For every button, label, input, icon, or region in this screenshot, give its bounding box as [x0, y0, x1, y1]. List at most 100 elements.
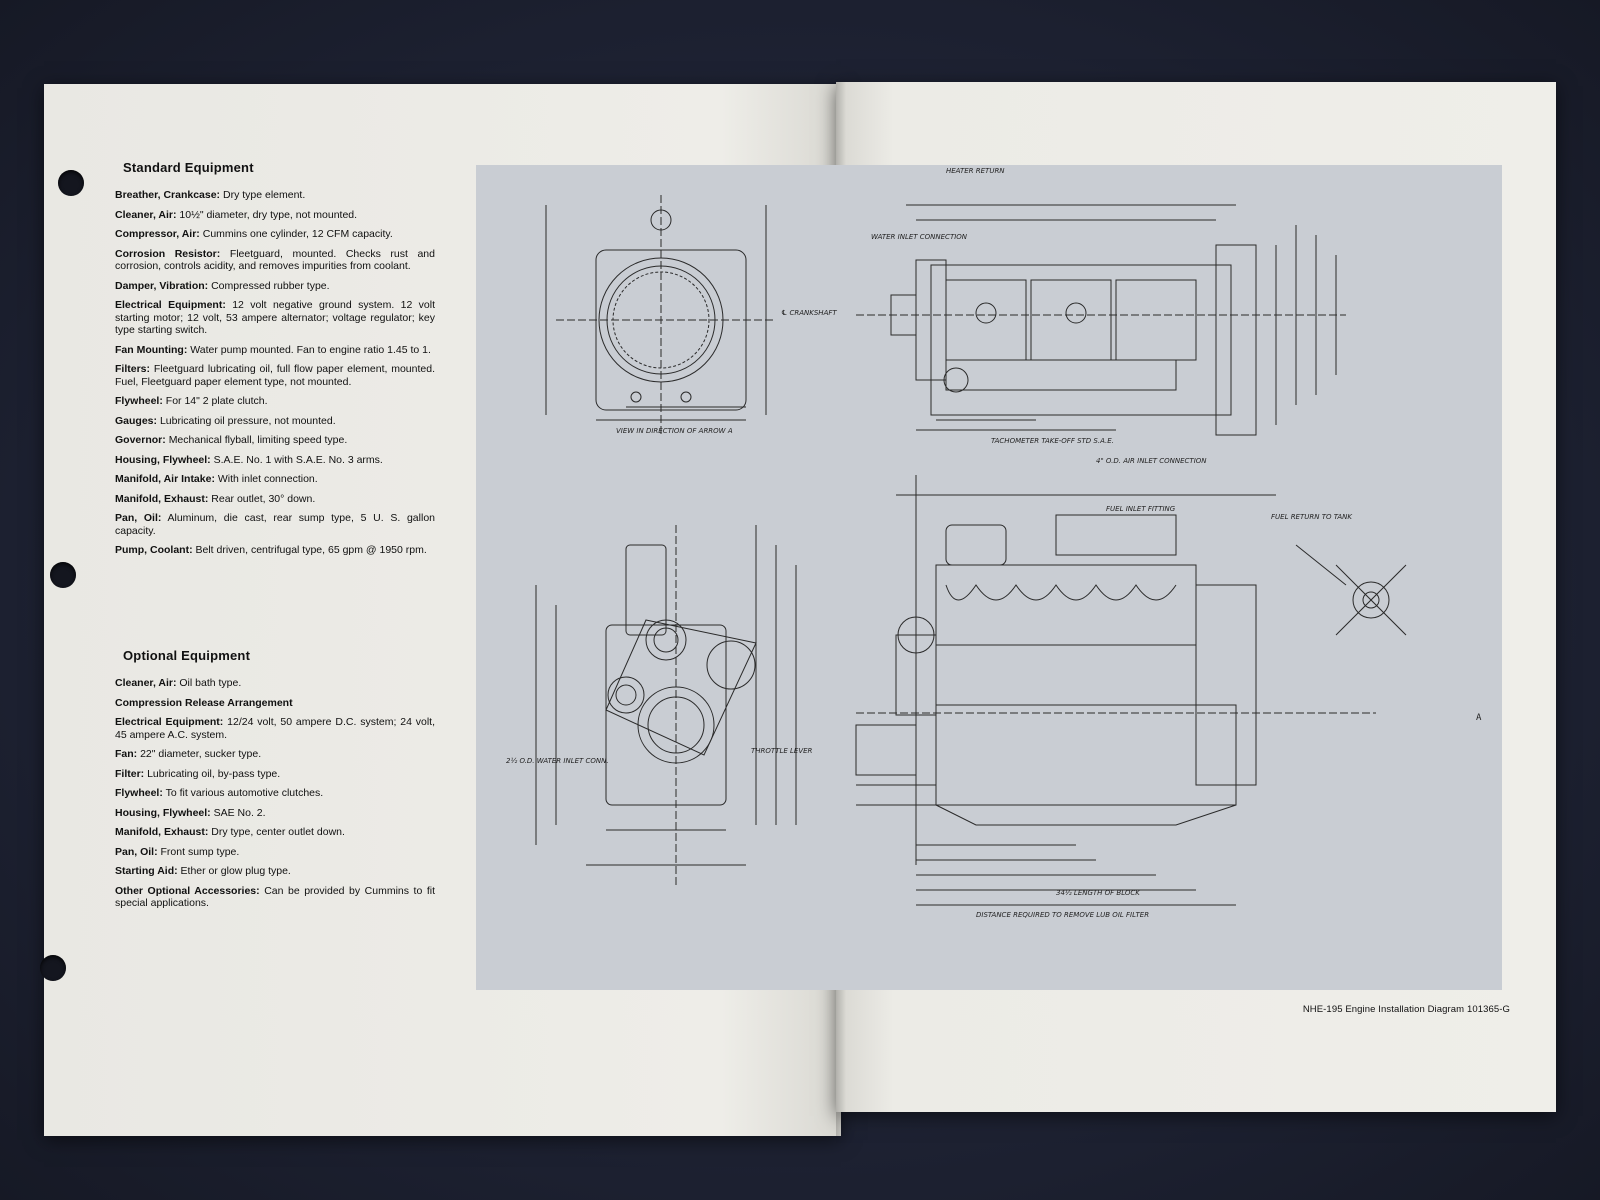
spec-item: Compressor, Air: Cummins one cylinder, 1…: [115, 228, 435, 241]
spec-item-text: 12 volt negative ground system. 12 volt …: [115, 299, 435, 336]
spec-item: Manifold, Exhaust: Dry type, center outl…: [115, 826, 435, 839]
spec-item-label: Pump, Coolant:: [115, 544, 193, 556]
spec-item-text: Mechanical flyball, limiting speed type.: [168, 434, 348, 446]
spec-item: Pan, Oil: Front sump type.: [115, 846, 435, 859]
spec-item: Manifold, Air Intake: With inlet connect…: [115, 473, 435, 486]
spec-item-text: 12/24 volt, 50 ampere D.C. system; 24 vo…: [115, 716, 436, 741]
spec-item: Other Optional Accessories: Can be provi…: [115, 885, 435, 910]
spec-item-label: Electrical Equipment:: [115, 299, 226, 311]
spec-item-text: With inlet connection.: [217, 473, 318, 485]
spec-item-text: To fit various automotive clutches.: [165, 787, 324, 799]
spec-item-text: Lubricating oil, by-pass type.: [147, 767, 281, 780]
spec-item: Breather, Crankcase: Dry type element.: [115, 189, 435, 202]
label-oil-filter: DISTANCE REQUIRED TO REMOVE LUB OIL FILT…: [976, 911, 1149, 919]
side-view-engine: [855, 475, 1376, 906]
spec-item-text: Aluminum, die cast, rear sump type, 5 U.…: [115, 512, 435, 537]
label-heater-return: HEATER RETURN: [946, 167, 1005, 175]
spec-item-label: Governor:: [115, 434, 166, 446]
spec-item-text: Dry type, center outlet down.: [211, 826, 345, 838]
spec-item-text: Rear outlet, 30° down.: [211, 492, 316, 505]
label-fuel-return: FUEL RETURN TO TANK: [1271, 513, 1353, 521]
spec-item-text: For 14" 2 plate clutch.: [165, 395, 268, 407]
spec-item-text: Lubricating oil pressure, not mounted.: [159, 414, 336, 427]
label-water-inlet: WATER INLET CONNECTION: [871, 233, 968, 241]
spec-item-label: Electrical Equipment:: [115, 716, 224, 728]
spec-item-label: Pan, Oil:: [115, 512, 162, 524]
binder-hole-top: [58, 170, 84, 196]
optional-equipment-title: Optional Equipment: [123, 648, 251, 663]
spec-item-text: 10½" diameter, dry type, not mounted.: [179, 208, 358, 221]
spec-item: Starting Aid: Ether or glow plug type.: [115, 865, 435, 878]
spec-item-text: Ether or glow plug type.: [180, 865, 291, 877]
throttle-lever-detail: [1295, 544, 1407, 636]
engine-installation-diagram: VIEW IN DIRECTION OF ARROW A FUEL RETURN…: [476, 165, 1502, 990]
spec-item: Fan Mounting: Water pump mounted. Fan to…: [115, 344, 435, 357]
spec-item: Housing, Flywheel: SAE No. 2.: [115, 807, 435, 820]
spec-item: Housing, Flywheel: S.A.E. No. 1 with S.A…: [115, 454, 435, 467]
spec-item: Corrosion Resistor: Fleetguard, mounted.…: [115, 248, 435, 273]
optional-equipment-list: Cleaner, Air: Oil bath type. Compression …: [115, 677, 435, 910]
spec-item-label: Fan Mounting:: [115, 343, 188, 356]
spec-item: Cleaner, Air: 10½" diameter, dry type, n…: [115, 209, 435, 222]
label-arrow-a: A: [1476, 713, 1482, 723]
end-view-flywheel: [545, 195, 776, 435]
spec-item: Manifold, Exhaust: Rear outlet, 30° down…: [115, 493, 435, 506]
spec-item-text: Dry type element.: [222, 189, 306, 201]
optional-equipment-section: Optional Equipment Cleaner, Air: Oil bat…: [115, 648, 435, 917]
spec-item-label: Compressor, Air:: [115, 228, 200, 240]
spec-item-label: Manifold, Air Intake:: [115, 473, 215, 485]
spec-item: Filters: Fleetguard lubricating oil, ful…: [115, 363, 435, 388]
spec-item-text: Cummins one cylinder, 12 CFM capacity.: [202, 228, 393, 240]
label-fuel-inlet: FUEL INLET FITTING: [1106, 505, 1176, 513]
spec-item-label: Pan, Oil:: [115, 845, 158, 858]
spec-item-text: Can be provided by Cummins to fit specia…: [115, 884, 436, 910]
front-view-engine: [535, 525, 797, 885]
spec-item-label: Filter:: [115, 767, 145, 780]
spec-item: Flywheel: To fit various automotive clut…: [115, 787, 435, 800]
spec-item-text: S.A.E. No. 1 with S.A.E. No. 3 arms.: [213, 453, 383, 466]
label-length-block: 34½ LENGTH OF BLOCK: [1056, 889, 1141, 897]
spec-item-label: Other Optional Accessories:: [115, 884, 260, 897]
spec-item-text: SAE No. 2.: [213, 806, 266, 819]
spec-item: Flywheel: For 14" 2 plate clutch.: [115, 395, 435, 408]
label-view-arrow: VIEW IN DIRECTION OF ARROW A: [616, 427, 733, 435]
spec-item: Damper, Vibration: Compressed rubber typ…: [115, 280, 435, 293]
standard-equipment-section: Standard Equipment Breather, Crankcase: …: [115, 160, 435, 564]
spec-item: Electrical Equipment: 12 volt negative g…: [115, 299, 435, 337]
label-air-inlet: 4" O.D. AIR INLET CONNECTION: [1096, 457, 1207, 465]
spec-item-label: Damper, Vibration:: [115, 279, 209, 292]
spec-item: Pan, Oil: Aluminum, die cast, rear sump …: [115, 512, 435, 537]
spec-item-label: Fan:: [115, 748, 138, 760]
label-crankshaft: ℄ CRANKSHAFT: [781, 309, 837, 317]
binder-hole-middle: [50, 562, 76, 588]
spec-item-label: Breather, Crankcase:: [115, 189, 221, 201]
spec-item-label: Manifold, Exhaust:: [115, 826, 209, 838]
standard-equipment-title: Standard Equipment: [123, 160, 254, 175]
spec-item: Cleaner, Air: Oil bath type.: [115, 677, 435, 690]
spec-item: Governor: Mechanical flyball, limiting s…: [115, 434, 435, 447]
binder-hole-bottom: [40, 955, 66, 981]
standard-equipment-list: Breather, Crankcase: Dry type element. Cl…: [115, 189, 435, 557]
spec-item-label: Housing, Flywheel:: [115, 806, 211, 819]
spec-item-text: Belt driven, centrifugal type, 65 gpm @ …: [195, 544, 427, 556]
spec-item-label: Filters:: [115, 363, 151, 375]
spec-item-label: Compression Release Arrangement: [115, 696, 293, 709]
spec-item-label: Flywheel:: [115, 787, 163, 799]
label-water-inlet-conn: 2½ O.D. WATER INLET CONN.: [506, 757, 609, 765]
spec-item-label: Cleaner, Air:: [115, 208, 177, 221]
spec-item-label: Gauges:: [115, 414, 158, 427]
plan-view-engine: [856, 204, 1346, 436]
spec-item: Pump, Coolant: Belt driven, centrifugal …: [115, 544, 435, 557]
label-tachometer: TACHOMETER TAKE-OFF STD S.A.E.: [991, 437, 1114, 445]
spec-item-label: Starting Aid:: [115, 865, 178, 877]
spec-item-text: Water pump mounted. Fan to engine ratio …: [190, 343, 431, 356]
label-throttle-lever: THROTTLE LEVER: [751, 747, 813, 755]
spec-item: Compression Release Arrangement: [115, 697, 435, 710]
diagram-caption: NHE-195 Engine Installation Diagram 1013…: [1302, 1004, 1510, 1015]
spec-item-label: Corrosion Resistor:: [115, 247, 221, 260]
spec-item-label: Flywheel:: [115, 395, 163, 407]
spec-item-label: Manifold, Exhaust:: [115, 492, 209, 505]
spec-item: Fan: 22" diameter, sucker type.: [115, 748, 435, 761]
spec-item-text: Fleetguard, mounted. Checks rust and cor…: [115, 247, 435, 273]
spec-item-text: Fleetguard lubricating oil, full flow pa…: [115, 363, 435, 388]
